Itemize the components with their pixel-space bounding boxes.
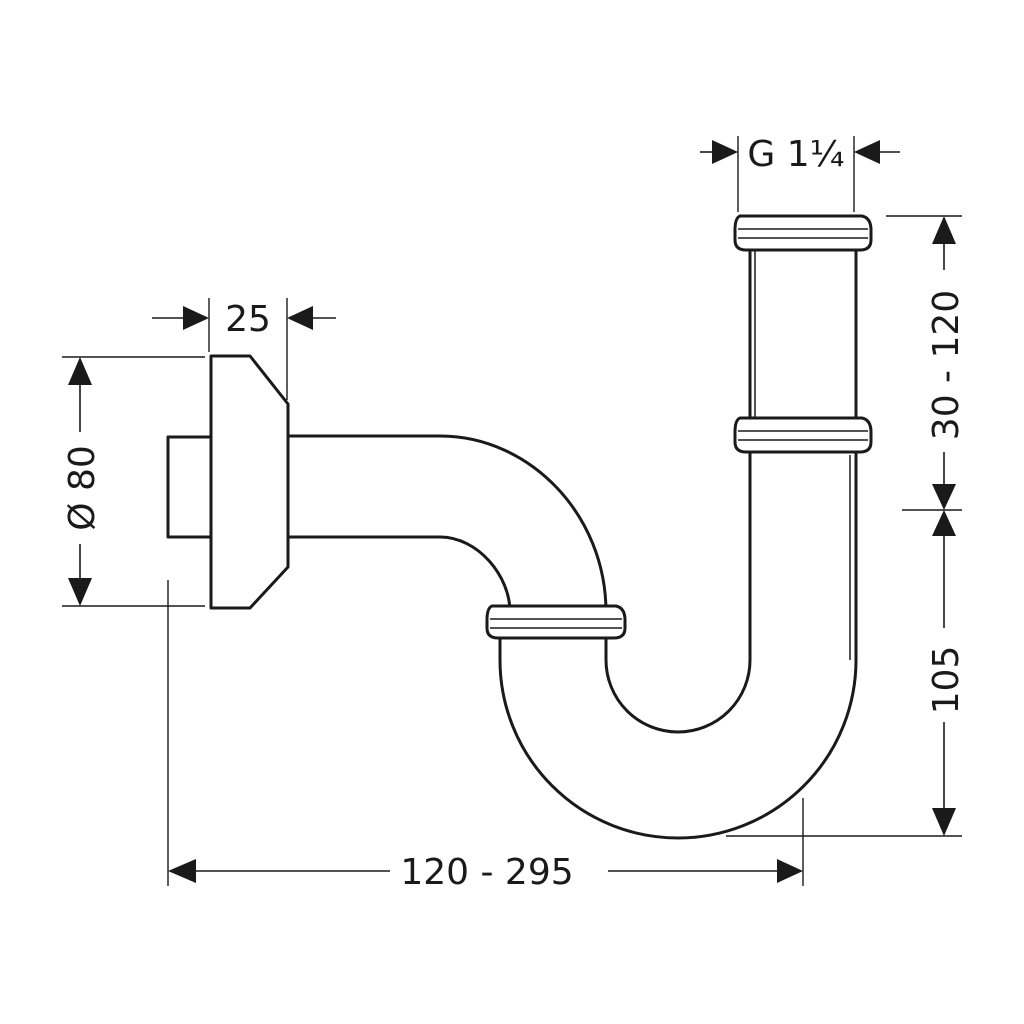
u-trap-bend [498,448,858,840]
wall-arm-pipe [280,434,608,614]
dim-diameter-label: Ø 80 [62,445,103,531]
wall-pipe-stub [166,435,214,539]
wall-rosette [209,354,290,610]
dim-tailpiece-bottom-arrow [932,484,956,510]
dim-thread-left-arrow [712,140,738,164]
dim-trap-top-arrow [932,510,956,536]
dim-thread-right-arrow [854,140,880,164]
dim-flange-left-arrow [183,306,209,330]
dim-wall-right-arrow [777,859,803,883]
dim-diameter-bottom-arrow [68,578,92,606]
dim-trap-label: 105 [926,646,967,715]
dim-thread-label: G 1¼ [747,134,844,175]
dim-tailpiece-top-arrow [932,216,956,244]
middle-slip-nut [733,416,873,454]
tailpiece-tube [748,246,858,422]
dim-wall-left-arrow [168,859,196,883]
dim-tailpiece-label: 30 - 120 [926,290,967,440]
dim-flange-right-arrow [287,306,313,330]
top-slip-nut [733,214,873,252]
dim-flange-label: 25 [225,299,271,340]
dim-wall-label: 120 - 295 [400,852,573,893]
dim-diameter-top-arrow [68,357,92,385]
trap-slip-nut [485,604,627,640]
dim-trap-bottom-arrow [932,808,956,836]
